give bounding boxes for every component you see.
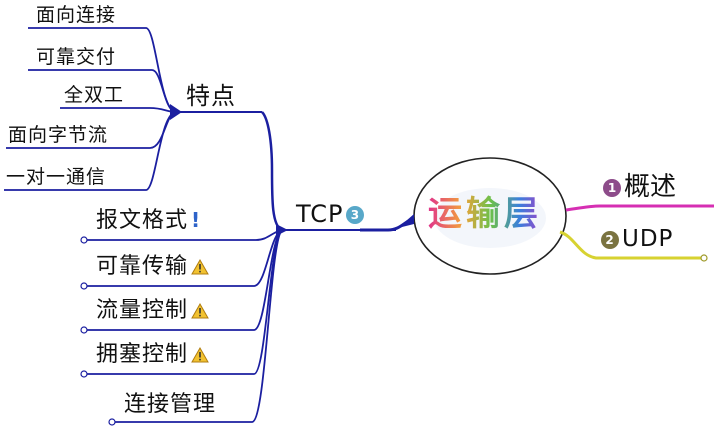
topic-label: UDP: [622, 226, 674, 252]
center-node-label[interactable]: 运输层: [428, 186, 542, 235]
feature-item[interactable]: 一对一通信: [6, 166, 107, 188]
tcp-item-label: 可靠传输: [96, 254, 189, 279]
topic-number-badge: 1: [603, 178, 621, 197]
tcp-item-label: 拥塞控制: [96, 342, 189, 367]
tcp-item-label: 报文格式: [96, 208, 189, 233]
feature-item[interactable]: 面向连接: [36, 4, 117, 26]
topic2-endpoint: [700, 254, 708, 262]
tcp-to-features-branch: [261, 111, 283, 232]
topic-label: 概述: [624, 172, 677, 202]
features-node-label[interactable]: 特点: [186, 82, 236, 110]
tcp-item-endpoints: [80, 236, 116, 426]
tcp-number-badge: 3: [346, 206, 365, 224]
topic2-branch: [559, 230, 704, 260]
tcp-item-label: 流量控制: [96, 298, 189, 323]
tcp-item-label: 连接管理: [124, 392, 217, 417]
tcp-node-blob: [276, 224, 288, 236]
tcp-item-connection-management[interactable]: 连接管理: [124, 394, 216, 416]
feature-item[interactable]: 面向字节流: [8, 124, 109, 146]
tcp-item-message-format[interactable]: 报文格式!: [96, 210, 201, 232]
center-node-decoration: [434, 188, 546, 248]
tcp-node-label: TCP: [296, 200, 344, 228]
features-node-blob: [170, 104, 182, 120]
tcp-main-branch-taper: [398, 214, 414, 228]
exclamation-icon: !: [191, 208, 202, 232]
feature-item[interactable]: 可靠交付: [36, 46, 117, 68]
warning-icon: [191, 259, 209, 275]
tcp-item-reliable-transfer[interactable]: 可靠传输: [96, 256, 209, 278]
tcp-item-congestion-control[interactable]: 拥塞控制: [96, 344, 209, 366]
warning-icon: [191, 347, 209, 363]
warning-icon: [191, 303, 209, 319]
tcp-item-flow-control[interactable]: 流量控制: [96, 300, 209, 322]
feature-item[interactable]: 全双工: [64, 84, 125, 106]
topic1-branch: [565, 204, 714, 212]
topic-number-badge: 2: [601, 230, 619, 249]
